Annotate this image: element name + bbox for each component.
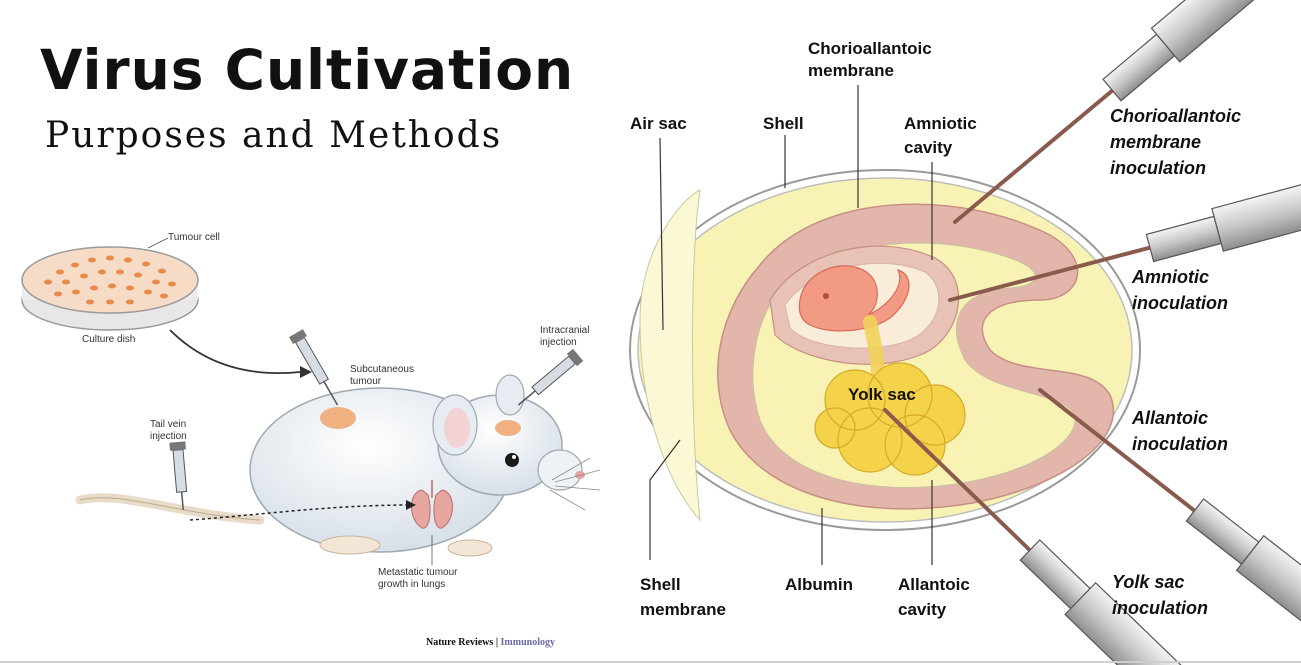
cam-syringe bbox=[1098, 0, 1272, 107]
metastatic-label-line2: growth in lungs bbox=[378, 579, 445, 590]
mouse-panel: Tumour cell Culture dish bbox=[22, 232, 600, 648]
allantoic-inoculation-label-line1: Allantoic bbox=[1131, 408, 1208, 428]
cam-inoculation-label-line1: Chorioallantoic bbox=[1110, 106, 1241, 126]
albumin-label: Albumin bbox=[785, 575, 853, 594]
transfer-arrow bbox=[170, 330, 300, 373]
yolk-sac-inoculation-label-line1: Yolk sac bbox=[1112, 572, 1184, 592]
tumour-cell-label: Tumour cell bbox=[168, 232, 220, 243]
shell-label: Shell bbox=[763, 114, 804, 133]
amniotic-syringe bbox=[1144, 178, 1301, 270]
chorioallantoic-label-line1: Chorioallantoic bbox=[808, 39, 932, 58]
image-credit: Nature Reviews | Immunology bbox=[426, 637, 555, 648]
chorioallantoic-label-line2: membrane bbox=[808, 61, 894, 80]
tail-vein-syringe bbox=[169, 441, 191, 510]
yolk-sac-label: Yolk sac bbox=[848, 385, 916, 404]
egg-panel: Chorioallantoic membrane Air sac Shell A… bbox=[630, 0, 1301, 665]
amniotic-cavity-label-line2: cavity bbox=[904, 138, 953, 157]
cam-inoculation-label-line2: membrane bbox=[1110, 132, 1201, 152]
tail-vein-label-line1: Tail vein bbox=[150, 419, 186, 430]
bottom-divider bbox=[0, 661, 1301, 663]
shell-membrane-label-line1: Shell bbox=[640, 575, 681, 594]
intracranial-label-line2: injection bbox=[540, 337, 577, 348]
allantoic-cavity-label-line2: cavity bbox=[898, 600, 947, 619]
allantoic-cavity-label-line1: Allantoic bbox=[898, 575, 970, 594]
subcutaneous-label-line1: Subcutaneous bbox=[350, 364, 414, 375]
amniotic-inoculation-label-line2: inoculation bbox=[1132, 293, 1228, 313]
tail-vein-label-line2: injection bbox=[150, 431, 187, 442]
mouse-illustration bbox=[190, 375, 600, 556]
amniotic-inoculation-label-line1: Amniotic bbox=[1131, 267, 1209, 287]
subcutaneous-tumour bbox=[320, 407, 356, 429]
cam-needle bbox=[955, 80, 1125, 222]
credit-separator: | bbox=[493, 637, 500, 648]
intracranial-label-line1: Intracranial bbox=[540, 325, 589, 336]
shell-membrane-label-line2: membrane bbox=[640, 600, 726, 619]
air-sac bbox=[640, 190, 700, 520]
credit-journal: Nature Reviews bbox=[426, 637, 493, 648]
allantoic-inoculation-label-line2: inoculation bbox=[1132, 434, 1228, 454]
culture-dish-label: Culture dish bbox=[82, 334, 135, 345]
allantoic-syringe bbox=[1181, 493, 1301, 645]
air-sac-label: Air sac bbox=[630, 114, 687, 133]
amniotic-cavity-label-line1: Amniotic bbox=[904, 114, 977, 133]
credit-section: Immunology bbox=[501, 637, 555, 648]
metastatic-label-line1: Metastatic tumour bbox=[378, 567, 458, 578]
cam-inoculation-label-line3: inoculation bbox=[1110, 158, 1206, 178]
intracranial-tumour bbox=[495, 420, 521, 436]
yolk-sac-inoculation-label-line2: inoculation bbox=[1112, 598, 1208, 618]
culture-dish bbox=[22, 247, 198, 330]
subcutaneous-label-line2: tumour bbox=[350, 376, 382, 387]
